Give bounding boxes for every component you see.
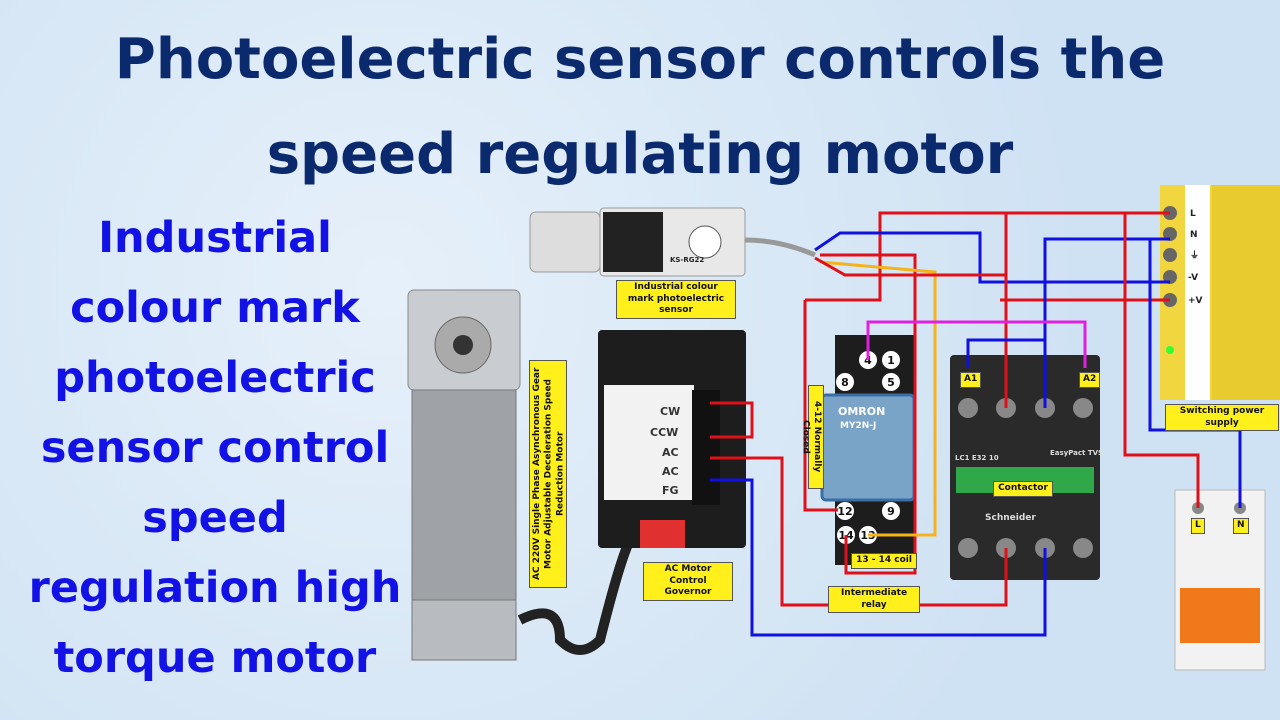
relay-label: Intermediate relay: [828, 586, 920, 614]
contactor-model: LC1 E32 10: [955, 454, 999, 462]
circuit-breaker: [1174, 489, 1266, 671]
relay-brand: OMRON: [838, 405, 885, 418]
terminal-fg: FG: [662, 484, 679, 497]
relay-pin-8: 8: [841, 376, 849, 389]
intermediate-relay: OMRON MY2N-J 4 1 8 5 12 9 14 13: [820, 335, 916, 565]
sensor-label: Industrial colour mark photoelectric sen…: [616, 280, 736, 320]
desc-line: photoelectric: [54, 353, 376, 403]
relay-pin-5: 5: [887, 376, 895, 389]
contactor-series: EasyPact TVS: [1050, 449, 1103, 457]
terminal-ac2: AC: [662, 465, 679, 478]
psu-terminal-ground: ⏚: [1190, 250, 1199, 261]
psu-terminal-minus: -V: [1188, 273, 1198, 283]
relay-pin-9: 9: [887, 505, 895, 518]
breaker-n-label: N: [1233, 518, 1249, 534]
governor-label: AC Motor Control Governor: [643, 562, 733, 602]
motor-label: AC 220V Single Phase Asynchronous Gear M…: [529, 360, 567, 588]
contactor: LC1 E32 10 EasyPact TVS Schneider: [950, 355, 1103, 580]
contactor-label: Contactor: [993, 481, 1053, 497]
photoelectric-sensor: KS-RG22: [529, 207, 816, 277]
a1-label: A1: [960, 372, 982, 388]
gear-motor: [407, 289, 635, 661]
relay-pin-4: 4: [864, 354, 872, 367]
desc-line: regulation high: [28, 563, 402, 613]
breaker-l-label: L: [1191, 518, 1205, 534]
psu-label: Switching power supply: [1165, 404, 1279, 432]
normally-closed-label: 4-12 Normally Closed: [800, 385, 824, 489]
switching-power-supply: L N ⏚ -V +V: [1160, 185, 1280, 400]
title-line-2: speed regulating motor: [266, 122, 1014, 187]
relay-model: MY2N-J: [840, 421, 876, 431]
desc-line: colour mark: [70, 283, 360, 333]
desc-line: sensor control: [40, 423, 390, 473]
desc-line: torque motor: [53, 633, 377, 683]
speed-governor: CW CCW AC AC FG: [598, 330, 746, 548]
psu-terminal-l: L: [1190, 209, 1196, 219]
sensor-model: KS-RG22: [670, 256, 704, 264]
terminal-ccw: CCW: [650, 426, 678, 439]
terminal-cw: CW: [660, 405, 680, 418]
title-line-1: Photoelectric sensor controls the: [114, 27, 1166, 92]
a2-label: A2: [1079, 372, 1101, 388]
desc-line: speed: [142, 493, 288, 543]
contactor-brand: Schneider: [985, 513, 1036, 523]
psu-terminal-n: N: [1190, 230, 1198, 240]
coil-label: 13 - 14 coil: [851, 553, 917, 569]
relay-pin-1: 1: [887, 354, 895, 367]
wires: [710, 211, 1242, 637]
desc-line: Industrial: [98, 213, 332, 263]
psu-terminal-plus: +V: [1188, 296, 1203, 306]
relay-pin-12: 12: [837, 505, 852, 518]
description-text: Industrial colour mark photoelectric sen…: [0, 203, 430, 693]
terminal-ac1: AC: [662, 446, 679, 459]
